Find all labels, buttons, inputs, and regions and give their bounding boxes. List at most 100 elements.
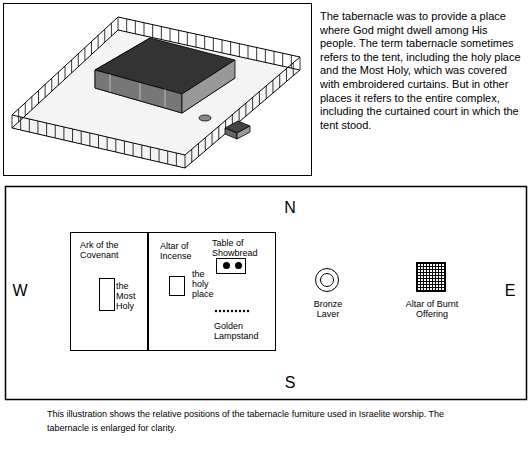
furniture-label: the Most Holy (116, 281, 144, 311)
fence-post (167, 151, 168, 164)
fence-post (20, 117, 21, 130)
fence-post (84, 48, 85, 61)
court-ground (12, 30, 300, 168)
incense-box: Altar of Incense (169, 276, 185, 296)
lampstand-dot (223, 310, 225, 312)
fence-post (18, 109, 19, 122)
fence-post (46, 123, 47, 136)
fence-post (239, 44, 240, 57)
tent-seam (110, 74, 111, 92)
compass-east: E (500, 282, 520, 300)
fence-post (118, 17, 119, 30)
fence-post (256, 47, 257, 60)
fence-post (239, 109, 240, 122)
lampstand-dot (215, 310, 217, 312)
fence-post (265, 49, 266, 62)
fence-post (45, 84, 46, 97)
fence-post (12, 115, 13, 128)
tent-seam (140, 83, 141, 100)
bread-dot (223, 262, 230, 269)
burnt-offering-altar: Altar of Burnt Offering (416, 262, 446, 292)
fence-post (135, 21, 136, 34)
fence-post (161, 27, 162, 40)
fence-post (65, 66, 66, 79)
fence-post (78, 54, 79, 67)
compass-south: S (280, 374, 300, 392)
fence-post (63, 127, 64, 140)
bread-dot (235, 262, 242, 269)
fence-post (170, 28, 171, 41)
fence-post (126, 19, 127, 32)
fence-post (152, 25, 153, 38)
fence-post (230, 42, 231, 55)
fence-post (222, 40, 223, 53)
laver-sketch (199, 115, 211, 121)
fence-post (293, 63, 294, 76)
lampstand-dot (227, 310, 229, 312)
lampstand-symbol (215, 310, 249, 312)
fence-post (124, 141, 125, 154)
fence-post (212, 132, 213, 145)
lampstand-dot (247, 310, 249, 312)
fence-top (12, 17, 300, 155)
fence-post (71, 60, 72, 73)
fence-post (185, 155, 186, 168)
tent-end (182, 60, 235, 113)
fence-post (81, 131, 82, 144)
fence-post (38, 91, 39, 104)
fence-post (31, 97, 32, 110)
compass-west: W (10, 282, 30, 300)
fence-post (178, 30, 179, 43)
fence-post (141, 145, 142, 158)
fence-post (198, 143, 199, 156)
fence-post (133, 143, 134, 156)
fence-post (259, 92, 260, 105)
bronze-laver: Bronze Laver (315, 268, 339, 292)
fence-post (252, 97, 253, 110)
fence-post (291, 55, 292, 68)
fence-post (89, 133, 90, 146)
fence-post (300, 57, 301, 70)
showbread-table: Table of Showbread (216, 258, 246, 274)
furniture-label: Altar of Burnt Offering (392, 299, 472, 319)
fence-post (107, 137, 108, 150)
tent-seam (165, 89, 166, 107)
furniture-label: Altar of Incense (160, 241, 202, 261)
fence-post (191, 149, 192, 162)
fence-post (104, 29, 105, 42)
fence-post (29, 119, 30, 132)
fence-post (98, 35, 99, 48)
fence-post (72, 129, 73, 142)
fence-post (266, 86, 267, 99)
fence-post (115, 139, 116, 152)
fence-post (274, 51, 275, 64)
fence-post (51, 78, 52, 91)
lampstand-dot (235, 310, 237, 312)
furniture-label: Table of Showbread (212, 238, 264, 258)
fence-post (37, 121, 38, 134)
fence-post (91, 42, 92, 55)
fence-post (245, 103, 246, 116)
part-label: Golden Lampstand (214, 321, 262, 341)
fence-post (286, 69, 287, 82)
fence-post (282, 53, 283, 66)
lampstand-dot (239, 310, 241, 312)
compass-north: N (280, 199, 300, 217)
illustration-frame (4, 4, 312, 176)
fence-post (272, 80, 273, 93)
description-text: The tabernacle was to provide a place wh… (320, 10, 525, 132)
fence-post (248, 46, 249, 59)
fence-post (205, 138, 206, 151)
lampstand-dot (243, 310, 245, 312)
tent-front (95, 70, 182, 113)
fence-post (196, 34, 197, 47)
court-outline (6, 187, 527, 400)
fence-post (55, 125, 56, 138)
ark-box: Ark of the Covenant (99, 278, 115, 311)
fence-post (58, 72, 59, 85)
fence-post (159, 149, 160, 162)
altar-sketch (225, 128, 237, 139)
laver-inner-ring (320, 273, 334, 287)
fence-post (25, 103, 26, 116)
lampstand-dot (219, 310, 221, 312)
